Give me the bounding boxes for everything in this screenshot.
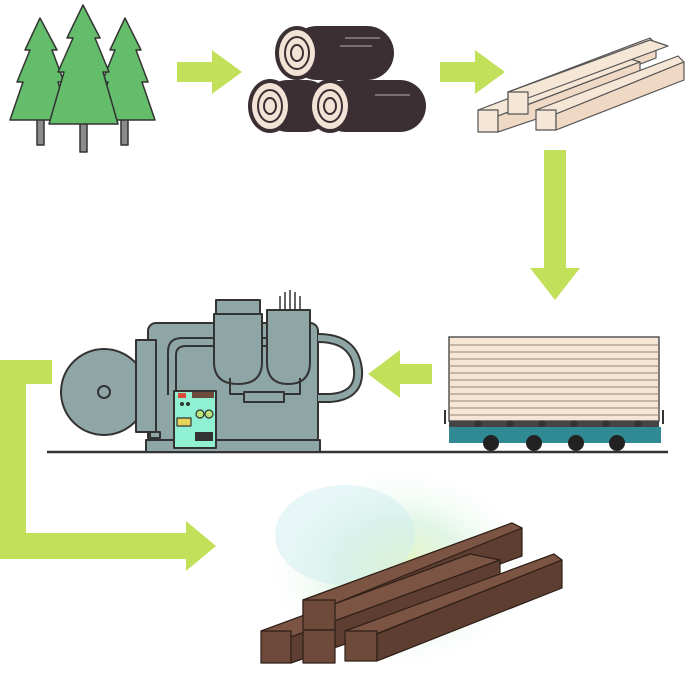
arrow-2-icon (440, 50, 505, 94)
arrow-1-icon (177, 50, 242, 94)
treated-lumber-icon (260, 522, 563, 664)
arrow-3-icon (530, 150, 580, 300)
arrow-4-icon (368, 350, 432, 398)
logs-icon (248, 26, 426, 133)
pressure-treatment-machine-icon (60, 290, 364, 453)
arrow-5-icon (0, 360, 216, 571)
trees-icon (9, 4, 156, 153)
lumber-icon (477, 37, 685, 133)
timber-stack-cart-icon (444, 336, 664, 451)
